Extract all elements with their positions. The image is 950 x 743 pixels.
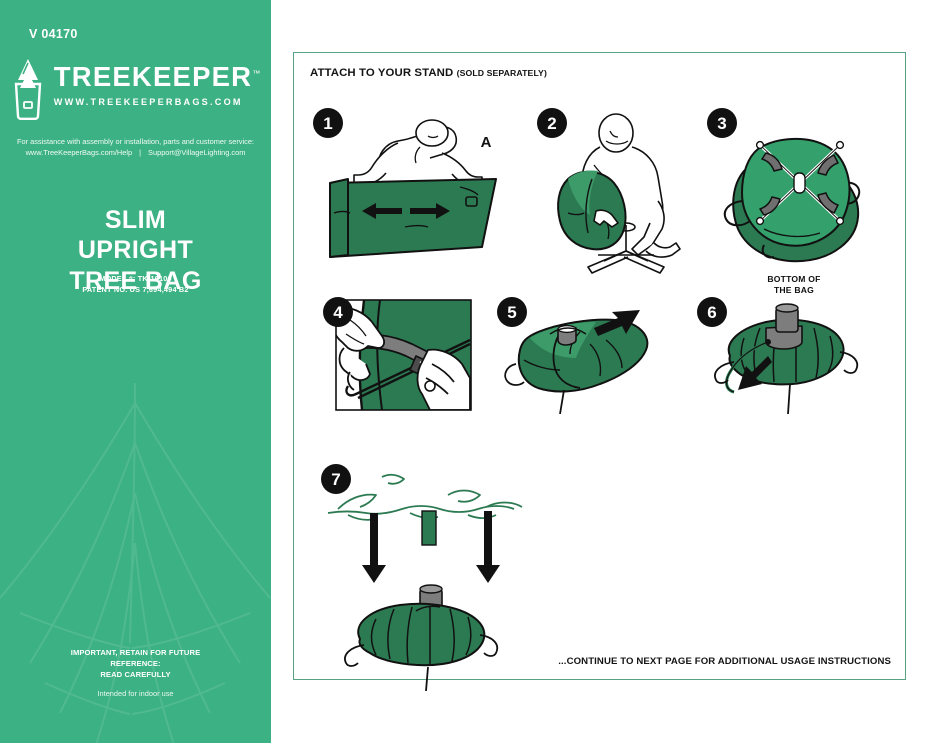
step-1-label-a: A: [481, 134, 492, 151]
product-title-line-3: TREE BAG: [69, 266, 202, 295]
brand-wordmark-text: TREEKEEPER: [53, 61, 253, 92]
panel-title: ATTACH TO YOUR STAND (SOLD SEPARATELY): [310, 67, 547, 79]
product-title-line-2: UPRIGHT: [77, 236, 194, 265]
step-7-badge: [321, 464, 351, 494]
trademark-symbol: ™: [252, 68, 261, 78]
main-content: ATTACH TO YOUR STAND (SOLD SEPARATELY): [271, 0, 950, 743]
step-1-number: 1: [323, 114, 332, 133]
step-5-badge: [497, 297, 527, 327]
step-7-number: 7: [331, 470, 340, 489]
step-1-badge: [313, 108, 343, 138]
model-block: MODEL #: TK-10100 PATENT NO. US 7,694,49…: [0, 274, 271, 296]
step-5: 5: [494, 294, 669, 414]
product-title: SLIM UPRIGHT TREE BAG: [0, 205, 271, 297]
brand-text: TREEKEEPER™ WWW.TREEKEEPERBAGS.COM: [54, 58, 260, 107]
step-3: 3 BOTTOM OF THE BAG: [704, 105, 884, 296]
tree-in-bag-icon: [14, 59, 42, 120]
step-4: 4: [320, 294, 475, 414]
product-title-line-1: SLIM: [104, 205, 167, 234]
step-1-illustration: 1 A: [313, 108, 497, 258]
step-4-number: 4: [333, 303, 343, 322]
contact-separator: |: [139, 148, 142, 158]
continue-note: ...CONTINUE TO NEXT PAGE FOR ADDITIONAL …: [558, 656, 891, 667]
step-6-number: 6: [707, 303, 716, 322]
contact-line-1: For assistance with assembly or installa…: [16, 137, 254, 146]
step-3-illustration: 3: [707, 108, 861, 263]
step-6-badge: [697, 297, 727, 327]
retain-line-1: IMPORTANT, RETAIN FOR FUTURE: [70, 648, 201, 657]
indoor-use-note: Intended for indoor use: [97, 689, 174, 698]
model-number: MODEL #: TK-10100: [99, 274, 172, 283]
brand-wordmark: TREEKEEPER™: [54, 63, 260, 91]
step-6-illustration: 6: [697, 297, 859, 415]
retain-line-2: REFERENCE:: [110, 659, 161, 668]
retain-line-3: READ CAREFULLY: [100, 670, 171, 679]
support-email[interactable]: Support@VillageLighting.com: [148, 148, 246, 158]
step-1: 1 A: [310, 105, 520, 265]
step-5-illustration: 5: [497, 297, 649, 414]
patent-number: PATENT NO. US 7,694,494 B2: [82, 284, 189, 294]
step-3-caption: BOTTOM OF THE BAG: [704, 274, 884, 296]
step-3-caption-line-2: THE BAG: [773, 285, 815, 296]
help-url[interactable]: www.TreeKeeperBags.com/Help: [25, 148, 133, 158]
step-3-number: 3: [717, 114, 726, 133]
step-3-badge: [707, 108, 737, 138]
retain-notice: IMPORTANT, RETAIN FOR FUTURE REFERENCE: …: [0, 647, 271, 680]
steps-container: 1 A: [294, 91, 905, 691]
step-2: 2: [534, 105, 709, 275]
step-6: 6: [694, 294, 879, 419]
sidebar: V 04170 TREEKEEPER™ WWW.TREEKEEPERBAGS.C…: [0, 0, 271, 743]
step-2-badge: [537, 108, 567, 138]
step-3-caption-line-1: BOTTOM OF: [767, 274, 821, 284]
brand-url: WWW.TREEKEEPERBAGS.COM: [53, 96, 243, 107]
step-4-badge: [323, 297, 353, 327]
step-7: 7: [318, 461, 558, 691]
step-7-illustration: 7: [321, 464, 523, 691]
step-5-number: 5: [507, 303, 516, 322]
contact-block: For assistance with assembly or installa…: [0, 136, 271, 159]
version-code: V 04170: [29, 27, 78, 41]
brand-logo: TREEKEEPER™ WWW.TREEKEEPERBAGS.COM: [0, 58, 271, 120]
step-4-illustration: 4: [323, 297, 472, 411]
instructions-panel: ATTACH TO YOUR STAND (SOLD SEPARATELY): [293, 52, 906, 691]
step-2-illustration: 2: [537, 108, 681, 274]
step-2-number: 2: [547, 114, 556, 133]
panel-title-main: ATTACH TO YOUR STAND: [310, 67, 454, 79]
panel-title-suffix: (SOLD SEPARATELY): [456, 68, 547, 78]
contact-line-2: www.TreeKeeperBags.com/Help | Support@Vill…: [0, 147, 271, 158]
